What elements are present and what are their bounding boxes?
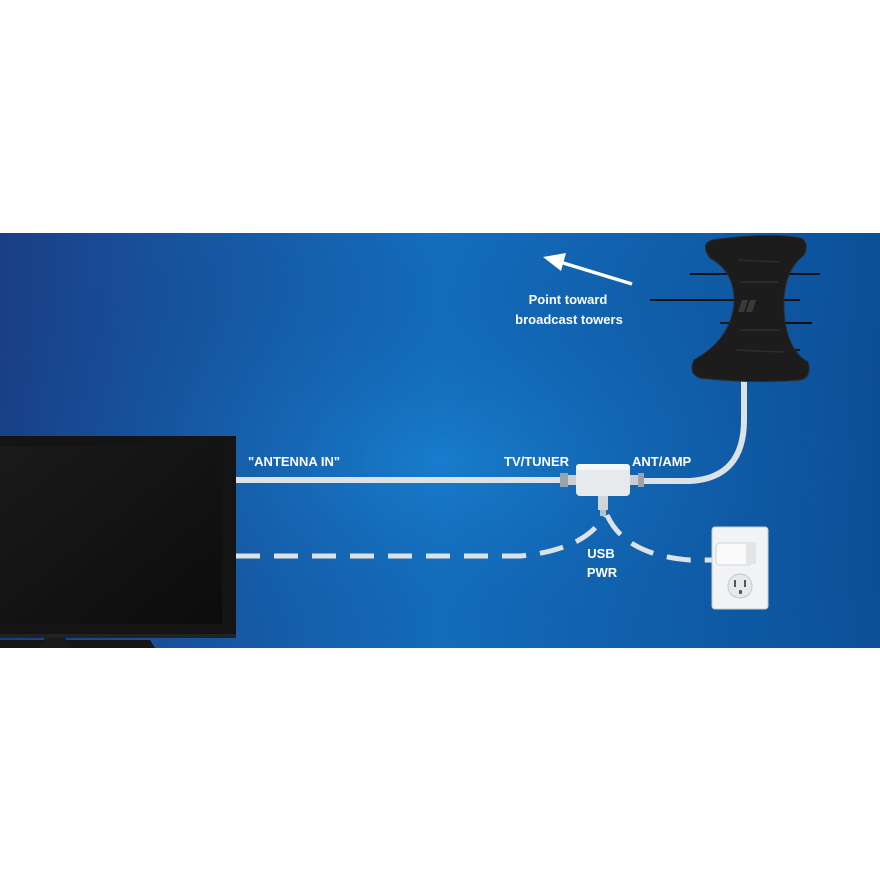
- usb-power-cable-right: [604, 513, 718, 563]
- label-pwr: PWR: [587, 565, 618, 580]
- antenna-icon: [650, 234, 820, 383]
- label-usb: USB: [587, 546, 614, 561]
- wall-outlet-icon: [711, 526, 769, 610]
- tv-icon: [0, 436, 236, 648]
- label-tv-tuner: TV/TUNER: [504, 454, 570, 469]
- usb-power-cable-left: [236, 513, 608, 559]
- amplifier-box-icon: [560, 464, 644, 516]
- coax-cable-antenna: [640, 372, 747, 484]
- label-ant-amp: ANT/AMP: [632, 454, 692, 469]
- label-broadcast-towers: broadcast towers: [515, 312, 623, 327]
- label-point-toward: Point toward: [529, 292, 608, 307]
- label-antenna-in: "ANTENNA IN": [248, 454, 340, 469]
- coax-cable-tv: [236, 477, 564, 483]
- arrow-up-left-icon: [543, 253, 633, 286]
